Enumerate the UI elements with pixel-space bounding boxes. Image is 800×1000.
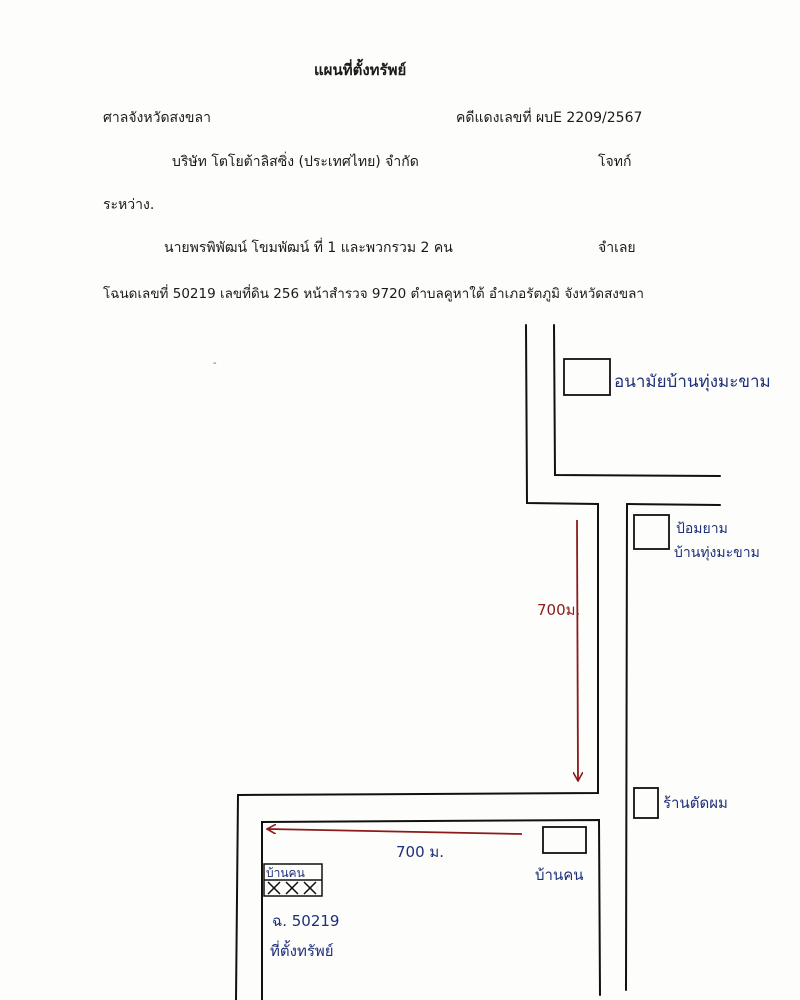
vertical-distance-label: 700ม.	[537, 601, 580, 619]
stray-mark: -	[213, 358, 217, 369]
road-east-top-edge	[626, 503, 721, 506]
police-box-box	[633, 514, 670, 550]
case-number: คดีแดงเลขที่ ผบE 2209/2567	[456, 110, 643, 126]
plaintiff-name: บริษัท โตโยต้าลิสซิ่ง (ประเทศไทย) จำกัด	[172, 154, 419, 170]
page-title: แผนที่ตั้งทรัพย์	[314, 61, 407, 79]
vertical-distance-arrow	[577, 519, 578, 780]
health-center-label: อนามัยบ้านทุ่งมะขาม	[614, 372, 771, 392]
between-label: ระหว่าง.	[103, 197, 155, 213]
police-box-label-line2: บ้านทุ่งมะขาม	[674, 545, 760, 561]
plaintiff-role: โจทก์	[598, 154, 632, 170]
horizontal-distance-label: 700 ม.	[396, 843, 444, 861]
property-house-label: บ้านคน	[266, 866, 305, 880]
horizontal-distance-arrow	[268, 829, 523, 835]
property-parcel	[263, 863, 323, 897]
road-side-right-edge	[625, 503, 628, 991]
house-box	[542, 826, 587, 854]
property-location-label: ที่ตั้งทรัพย์	[270, 940, 334, 960]
road-north-right-edge	[553, 324, 721, 477]
defendant-role: จำเลย	[598, 240, 636, 256]
defendant-name: นายพรพิพัฒน์ โขมพัฒน์ ที่ 1 และพวกรวม 2 …	[164, 240, 453, 256]
deed-short-label: ฉ. 50219	[272, 912, 339, 930]
road-horizontal-bottom-edge	[261, 818, 601, 1000]
court-name: ศาลจังหวัดสงขลา	[103, 110, 211, 126]
health-center-box	[563, 358, 611, 396]
house-label: บ้านคน	[535, 866, 584, 884]
barber-shop-box	[633, 787, 659, 819]
police-box-label-line1: ป้อมยาม	[676, 521, 728, 537]
road-north-left-edge	[235, 324, 599, 1000]
barber-shop-label: ร้านตัดผม	[663, 794, 728, 812]
deed-details: โฉนดเลขที่ 50219 เลขที่ดิน 256 หน้าสำรวจ…	[103, 286, 644, 302]
